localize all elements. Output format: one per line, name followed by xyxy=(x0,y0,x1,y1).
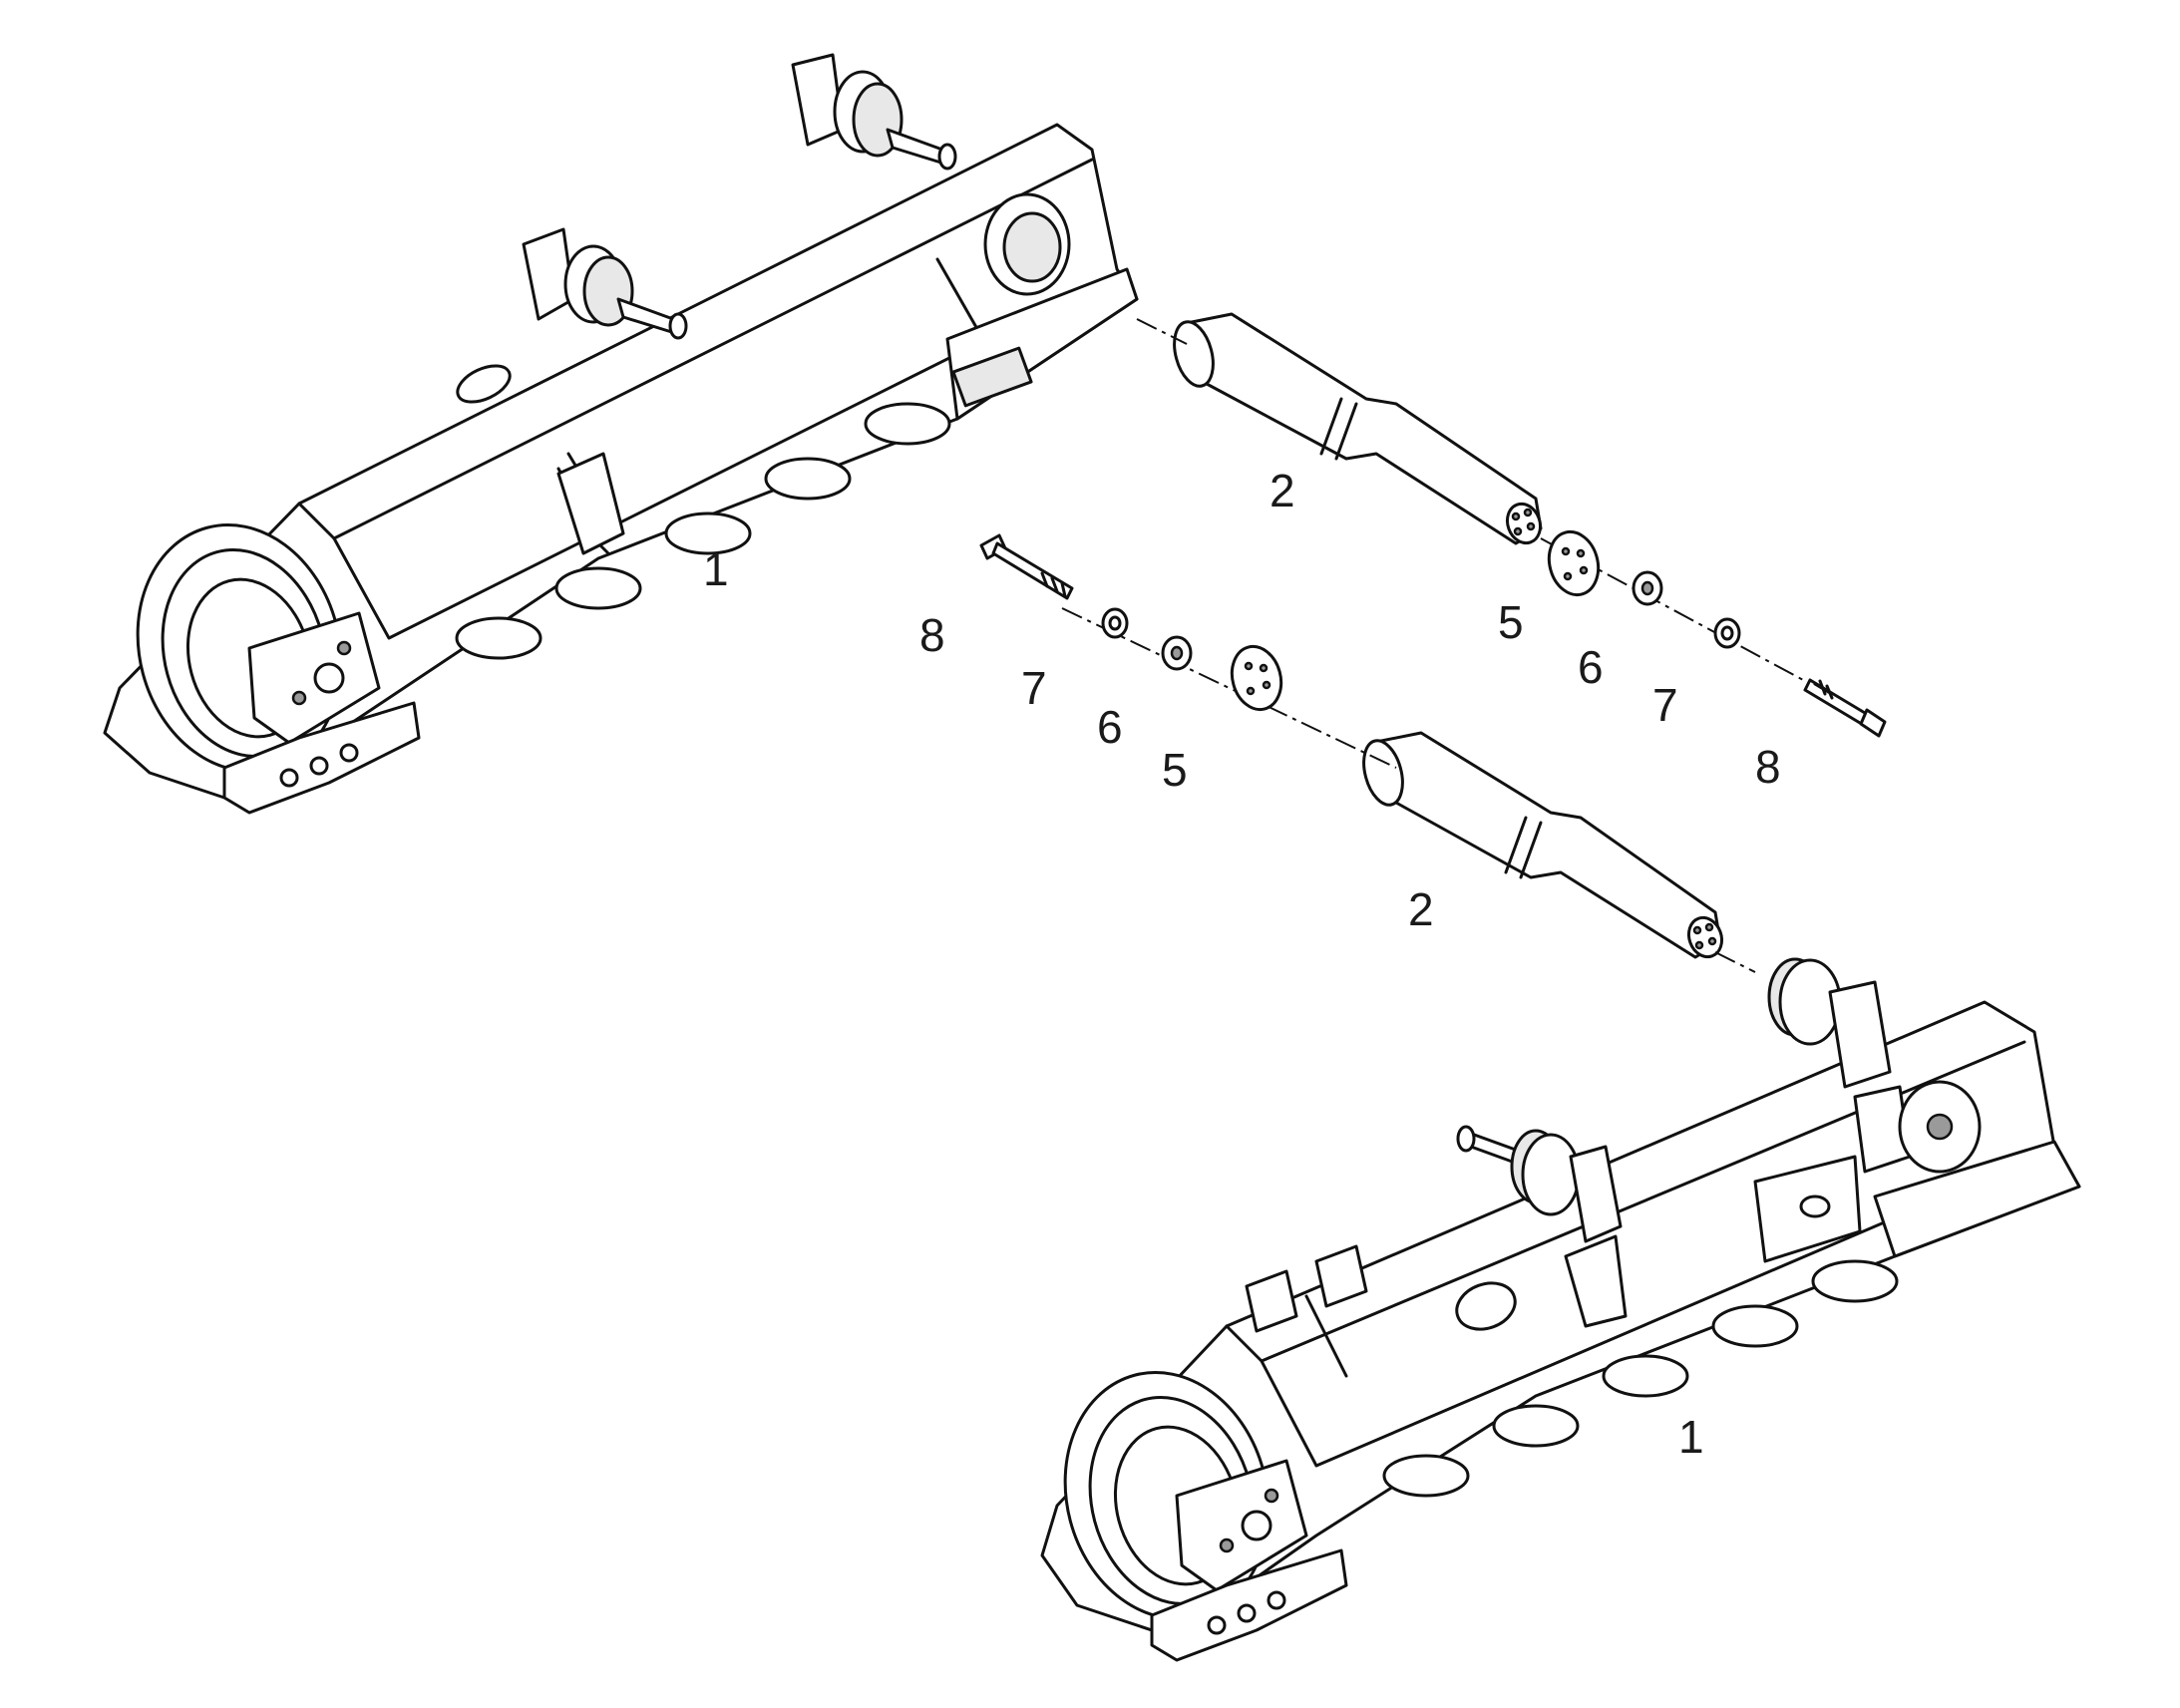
callout-1-top: 1 xyxy=(703,543,729,595)
washer-plate-left xyxy=(1230,644,1283,712)
carrier-roller-top-a xyxy=(522,227,688,340)
callout-5-left: 5 xyxy=(1162,744,1188,796)
callout-6-left: 6 xyxy=(1097,701,1123,753)
carrier-roller-top-b xyxy=(791,53,957,171)
track-frame-bottom-right xyxy=(1040,957,2081,1662)
callout-labels: 1 1 2 2 5 6 7 8 7 6 5 8 xyxy=(703,465,1781,1463)
spacer-left xyxy=(1101,607,1129,639)
callout-7-left: 7 xyxy=(1021,662,1047,714)
lock-washer-left xyxy=(1161,635,1193,671)
pivot-assembly-bottom xyxy=(1753,957,1982,1263)
callout-7-right: 7 xyxy=(1652,679,1678,731)
lock-washer-right xyxy=(1632,570,1663,606)
callout-5-right: 5 xyxy=(1498,596,1524,648)
callout-6-right: 6 xyxy=(1578,641,1604,693)
bolt-left xyxy=(979,533,1074,600)
track-frame-top-left xyxy=(103,53,1139,815)
callout-2-top: 2 xyxy=(1270,465,1295,516)
callout-8-right: 8 xyxy=(1755,741,1781,793)
washer-plate-right xyxy=(1547,529,1601,597)
callout-2-bottom: 2 xyxy=(1408,883,1434,935)
bolt-right xyxy=(1803,678,1887,738)
pivot-pin-upper xyxy=(1173,312,1543,545)
hardware-set-right xyxy=(1547,529,1887,738)
hardware-set-left xyxy=(979,533,1283,712)
callout-1-bottom: 1 xyxy=(1678,1411,1704,1463)
callout-8-left: 8 xyxy=(919,609,945,661)
spacer-right xyxy=(1713,617,1741,649)
carrier-roller-bottom xyxy=(1456,1125,1628,1328)
